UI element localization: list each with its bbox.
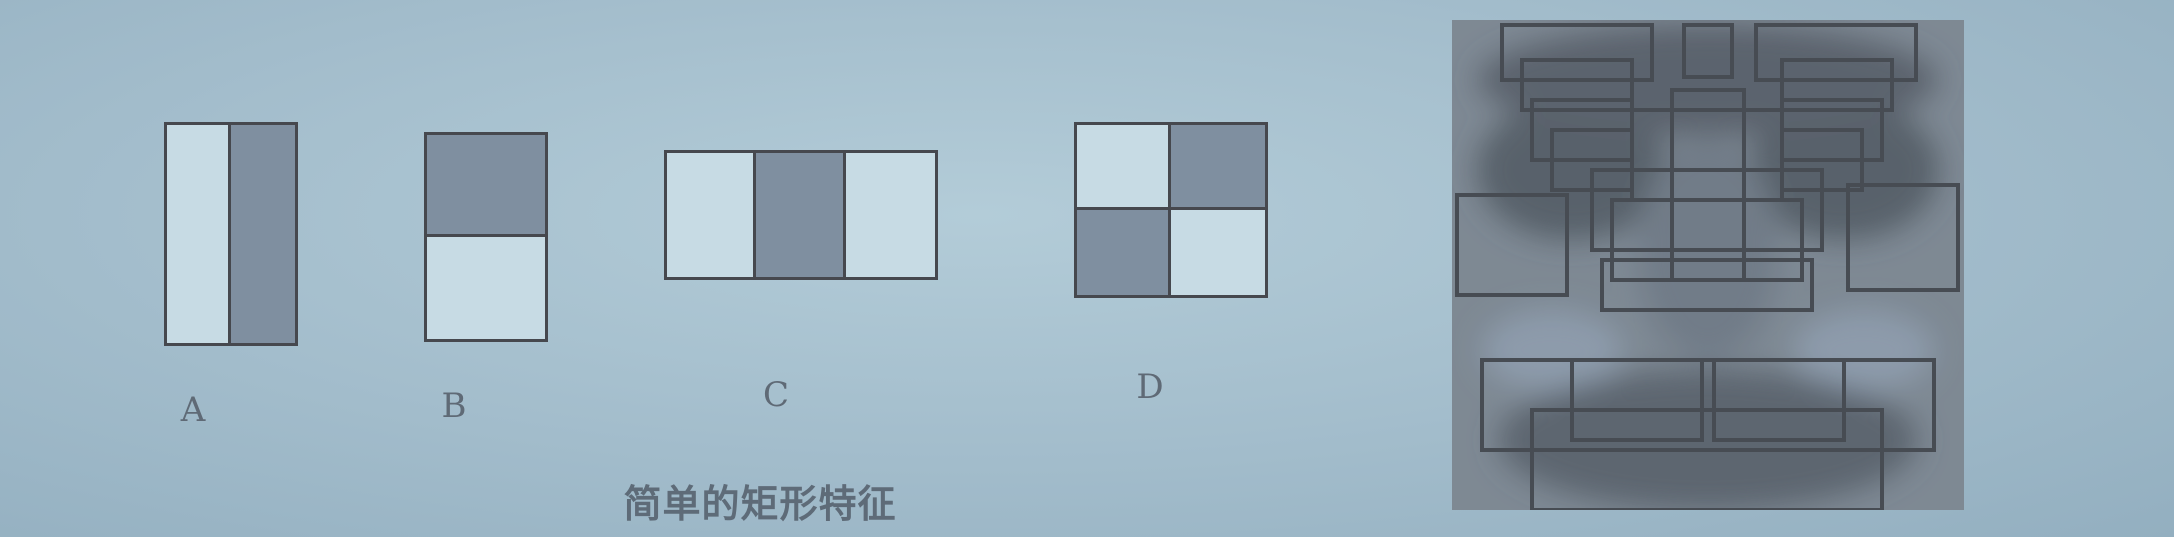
feature-d-label: D xyxy=(1136,367,1164,407)
feature-b-label: B xyxy=(441,386,467,426)
feature-c-label: C xyxy=(762,375,789,415)
feature-b xyxy=(424,132,548,342)
feature-a xyxy=(164,122,298,346)
feature-d-bottom-right-white xyxy=(1171,210,1265,295)
feature-a-white-region xyxy=(167,125,231,343)
feature-b-dark-region xyxy=(427,135,545,237)
feature-c xyxy=(664,150,938,280)
feature-c-dark-region xyxy=(756,153,846,277)
feature-c-right-white-region xyxy=(845,153,935,277)
feature-d-top-right-dark xyxy=(1171,125,1265,210)
feature-d-bottom-left-dark xyxy=(1077,210,1171,295)
feature-a-dark-region xyxy=(231,125,295,343)
caption: 简单的矩形特征 xyxy=(623,482,897,526)
feature-d-top-left-white xyxy=(1077,125,1171,210)
feature-b-white-region xyxy=(427,237,545,339)
face-feature-overlay-image xyxy=(1452,20,1964,510)
feature-d xyxy=(1074,122,1268,298)
feature-c-left-white-region xyxy=(667,153,757,277)
feature-a-label: A xyxy=(180,390,206,430)
